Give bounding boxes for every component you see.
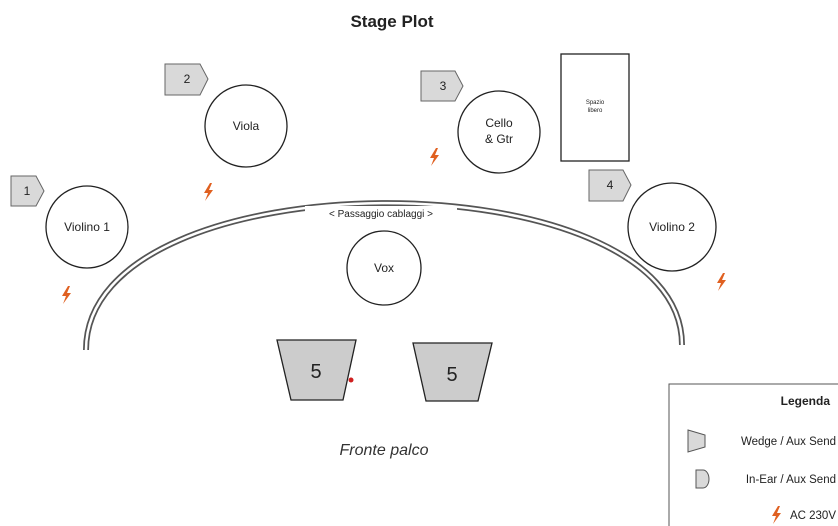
legend: Legenda Wedge / Aux Send In-Ear / Aux Se… — [668, 383, 838, 526]
legend-item-power: AC 230V — [772, 506, 836, 524]
power-icon — [204, 183, 213, 201]
wedge-3: 3 — [420, 70, 464, 102]
musician-violino-2: Violino 2 — [627, 182, 717, 272]
free-space-label-line2: libero — [588, 108, 603, 114]
legend-item-in-ear: In-Ear / Aux Send — [695, 469, 836, 489]
musician-vox: Vox — [346, 230, 422, 306]
wedge-1-number: 1 — [24, 184, 31, 198]
wedge-icon — [687, 429, 706, 453]
wedge-3-number: 3 — [440, 79, 447, 93]
legend-item-power-label: AC 230V — [790, 510, 836, 522]
wedge-2-number: 2 — [184, 72, 191, 86]
in-ear-icon — [695, 469, 710, 489]
musician-violino-1-label: Violino 1 — [64, 220, 110, 234]
page-title: Stage Plot — [350, 12, 433, 31]
musician-vox-label: Vox — [374, 261, 394, 275]
legend-item-wedge-label: Wedge / Aux Send — [741, 436, 836, 448]
cable-arc-inner — [84, 201, 684, 351]
wedge-1: 1 — [10, 175, 45, 207]
wedge-2: 2 — [164, 63, 209, 96]
musician-viola: Viola — [204, 84, 288, 168]
musician-violino-1: Violino 1 — [45, 185, 129, 269]
free-space-label-line1: Spazio — [586, 100, 605, 106]
power-icon — [62, 286, 71, 304]
musician-violino-2-label: Violino 2 — [649, 220, 695, 234]
front-wedge-right: 5 — [412, 342, 493, 402]
cable-label-bg — [305, 206, 457, 220]
stage-front-label: Fronte palco — [340, 442, 429, 459]
musician-cello-label-line1: Cello — [485, 116, 513, 130]
legend-item-wedge: Wedge / Aux Send — [687, 429, 836, 453]
front-wedge-left-number: 5 — [310, 361, 321, 383]
legend-title: Legenda — [781, 394, 831, 408]
power-icon — [430, 148, 439, 166]
wedge-4-number: 4 — [607, 178, 614, 192]
front-wedge-left: 5 — [276, 339, 357, 401]
wedge-4: 4 — [588, 169, 632, 202]
red-dot-marker — [348, 377, 354, 383]
power-icon — [717, 273, 726, 291]
free-space-box: Spazio libero — [560, 53, 630, 162]
legend-item-in-ear-label: In-Ear / Aux Send — [746, 474, 836, 486]
musician-cello-label-line2: & Gtr — [485, 132, 513, 146]
cable-passage-label: < Passaggio cablaggi > — [329, 209, 433, 220]
front-wedge-right-number: 5 — [446, 364, 457, 386]
musician-viola-label: Viola — [233, 119, 260, 133]
musician-cello-gtr: Cello & Gtr — [457, 90, 541, 174]
